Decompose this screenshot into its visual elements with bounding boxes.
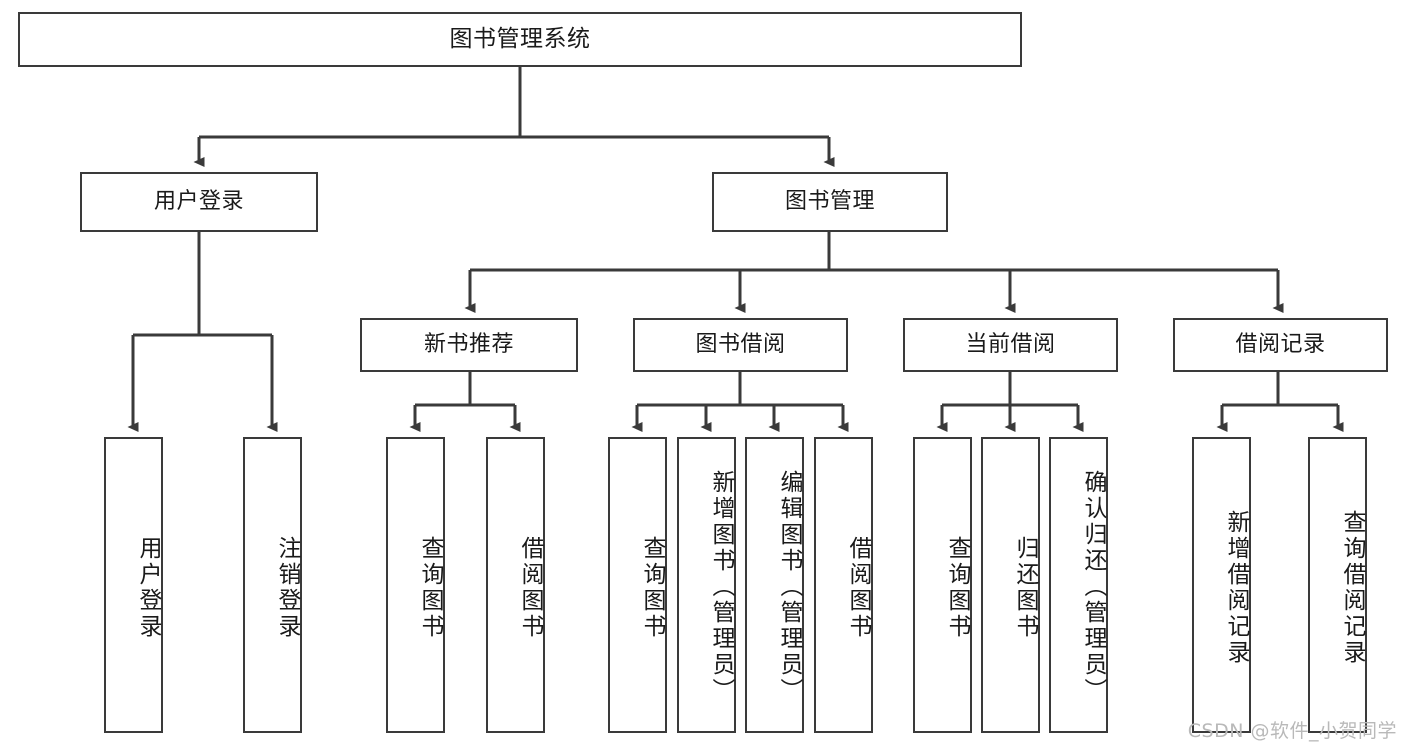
csdn-watermark: CSDN @软件_小贺同学 [1187,720,1397,742]
node-label: 注销登录 [274,536,300,640]
leaf-confirm-return-admin[interactable]: 确认归还（管理员） [1049,437,1108,733]
leaf-logout[interactable]: 注销登录 [243,437,302,733]
leaf-add-borrow-record[interactable]: 新增借阅记录 [1192,437,1251,733]
node-borrowing-record[interactable]: 借阅记录 [1173,318,1388,372]
leaf-borrow-book-borrowing[interactable]: 借阅图书 [814,437,873,733]
node-current-borrowing[interactable]: 当前借阅 [903,318,1118,372]
node-label: 图书管理 [784,188,875,214]
node-user-login[interactable]: 用户登录 [80,172,318,232]
leaf-borrow-book-new-rec[interactable]: 借阅图书 [486,437,545,733]
leaf-query-book-new-rec[interactable]: 查询图书 [386,437,445,733]
node-label: 新增图书（管理员） [708,470,734,704]
node-label: 借阅图书 [845,536,871,640]
node-label: 当前借阅 [965,331,1056,357]
node-label: 归还图书 [1012,536,1038,640]
leaf-return-book[interactable]: 归还图书 [981,437,1040,733]
node-label: 图书借阅 [695,331,786,357]
node-label: 查询图书 [944,536,970,640]
node-new-book-recommendation[interactable]: 新书推荐 [360,318,578,372]
leaf-user-login[interactable]: 用户登录 [104,437,163,733]
node-label: 新书推荐 [423,331,514,357]
node-label: 借阅记录 [1235,331,1326,357]
node-label: 借阅图书 [517,536,543,640]
node-label: 编辑图书（管理员） [776,470,802,704]
node-label: 查询图书 [417,536,443,640]
node-label: 确认归还（管理员） [1080,470,1106,704]
leaf-add-book-admin[interactable]: 新增图书（管理员） [677,437,736,733]
node-label: 查询图书 [639,536,665,640]
node-label: 用户登录 [153,188,244,214]
leaf-query-book-current[interactable]: 查询图书 [913,437,972,733]
node-label: 新增借阅记录 [1223,510,1249,666]
leaf-query-book-borrowing[interactable]: 查询图书 [608,437,667,733]
node-label: 图书管理系统 [449,25,591,52]
leaf-query-borrow-record[interactable]: 查询借阅记录 [1308,437,1367,733]
node-book-borrowing[interactable]: 图书借阅 [633,318,848,372]
node-label: 用户登录 [135,536,161,640]
node-label: 查询借阅记录 [1339,510,1365,666]
node-root-book-management-system[interactable]: 图书管理系统 [18,12,1022,67]
node-book-management[interactable]: 图书管理 [712,172,948,232]
leaf-edit-book-admin[interactable]: 编辑图书（管理员） [745,437,804,733]
